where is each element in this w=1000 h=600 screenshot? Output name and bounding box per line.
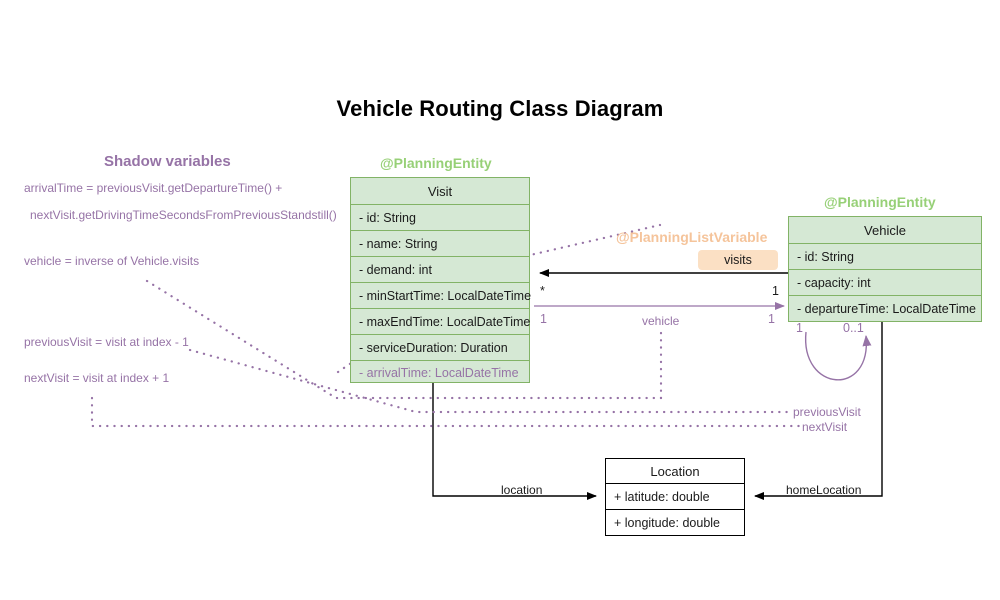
class-box-vehicle[interactable]: Vehicle - id: String - capacity: int - d…	[788, 216, 982, 322]
attribute-visit-demand: - demand: int	[351, 256, 529, 282]
attribute-location-longitude: + longitude: double	[606, 509, 744, 535]
association-label-visits: visits	[698, 250, 778, 270]
multiplicity-visits-source: 1	[772, 284, 779, 298]
attribute-vehicle-capacity: - capacity: int	[789, 269, 981, 295]
multiplicity-vehicle-target: 1	[768, 312, 775, 326]
shadow-connector-nextvisit	[90, 396, 802, 428]
association-label-vehicle: vehicle	[642, 314, 680, 328]
attribute-visit-arrivaltime: - arrivalTime: LocalDateTime	[351, 360, 529, 385]
attribute-visit-id: - id: String	[351, 204, 529, 230]
shadow-line-arrivaltime-2: nextVisit.getDrivingTimeSecondsFromPrevi…	[30, 208, 337, 222]
edge-chain-selfloop	[805, 331, 872, 381]
attribute-visit-minstarttime: - minStartTime: LocalDateTime	[351, 282, 531, 308]
multiplicity-visits-target: *	[540, 284, 545, 298]
edge-visit-location	[432, 383, 597, 500]
multiplicity-vehicle-source: 1	[540, 312, 547, 326]
association-label-nextvisit: nextVisit	[802, 420, 848, 434]
class-box-location[interactable]: Location + latitude: double + longitude:…	[605, 458, 745, 536]
page-title: Vehicle Routing Class Diagram	[336, 96, 664, 121]
class-name-location: Location	[650, 463, 700, 479]
class-name-visit: Visit	[427, 183, 453, 199]
attribute-visit-name: - name: String	[351, 230, 529, 256]
multiplicity-chain-left: 1	[796, 321, 803, 335]
association-label-location: location	[501, 483, 543, 497]
edge-visits	[539, 269, 794, 281]
multiplicity-chain-right: 0..1	[843, 321, 864, 335]
shadow-line-arrivaltime-1: arrivalTime = previousVisit.getDeparture…	[24, 181, 283, 195]
shadow-line-previousvisit: previousVisit = visit at index - 1	[24, 335, 189, 349]
association-label-homelocation: homeLocation	[786, 483, 862, 497]
shadow-line-nextvisit: nextVisit = visit at index + 1	[24, 371, 170, 385]
class-name-vehicle: Vehicle	[864, 222, 906, 238]
attribute-visit-maxendtime: - maxEndTime: LocalDateTime	[351, 308, 530, 334]
stereotype-planninglistvariable: @PlanningListVariable	[616, 229, 768, 245]
attribute-visit-serviceduration: - serviceDuration: Duration	[351, 334, 529, 360]
attribute-location-latitude: + latitude: double	[606, 483, 744, 509]
shadow-variables-heading: Shadow variables	[104, 153, 231, 170]
association-label-previousvisit: previousVisit	[793, 405, 861, 419]
stereotype-visit: @PlanningEntity	[380, 155, 492, 171]
attribute-vehicle-id: - id: String	[789, 243, 981, 269]
attribute-vehicle-departuretime: - departureTime: LocalDateTime	[789, 295, 981, 321]
class-box-visit[interactable]: Visit - id: String - name: String - dema…	[350, 177, 531, 385]
stereotype-vehicle: @PlanningEntity	[824, 194, 936, 210]
shadow-line-vehicle: vehicle = inverse of Vehicle.visits	[24, 254, 200, 268]
